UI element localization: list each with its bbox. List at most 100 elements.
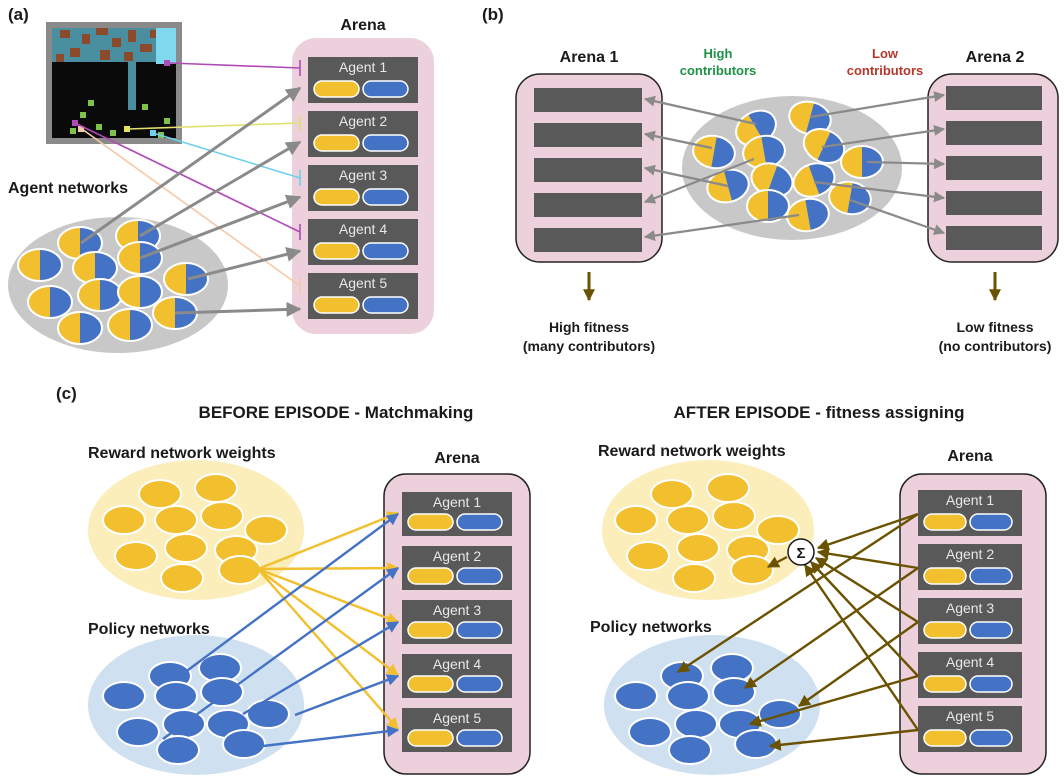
reward-weight-right-1 [650, 479, 694, 509]
low-fitness-label-1: Low fitness [956, 319, 1033, 335]
reward-pill [407, 513, 454, 531]
pool-b-network-5 [802, 127, 846, 165]
agent-networks-label: Agent networks [8, 180, 128, 197]
policy-network-right-8 [674, 709, 718, 739]
agent-label: Agent 2 [339, 113, 387, 129]
pool-a-network-6 [163, 262, 209, 296]
reward-pill [923, 567, 967, 585]
policy-pill [969, 675, 1013, 693]
high-fitness-label-1: High fitness [549, 319, 629, 335]
low-contributors-label-1: Low [872, 46, 899, 61]
pool-a-network-8 [77, 278, 123, 312]
policy-network-right-10 [668, 735, 712, 765]
reward-weight-right-5 [712, 501, 756, 531]
policy-pill [456, 621, 503, 639]
reward-weight-right-7 [626, 541, 670, 571]
policy-pill [969, 621, 1013, 639]
policy-label-left: Policy networks [88, 621, 210, 638]
reward-weight-right-6 [756, 515, 800, 545]
fitness-arrows [676, 512, 919, 751]
reward-pill [313, 188, 360, 206]
policy-network-left-11 [222, 729, 266, 759]
arena-c-left-agent-4: Agent 4 [402, 654, 512, 698]
agent-label: Agent 5 [946, 708, 994, 724]
panel-c: (c) BEFORE EPISODE - Matchmaking AFTER E… [56, 384, 1047, 775]
reward-pill [923, 675, 967, 693]
arena-a-agent-1: Agent 1 [308, 57, 418, 103]
arena-2-title: Arena 2 [966, 49, 1025, 66]
reward-weight-right-8 [676, 533, 720, 563]
agent-label: Agent 5 [339, 275, 387, 291]
agent-label: Agent 3 [433, 602, 481, 618]
arena-c-right-agent-1: Agent 1 [918, 490, 1022, 536]
agent-label: Agent 1 [946, 492, 994, 508]
policy-network-right-4 [666, 681, 710, 711]
reward-pill [407, 621, 454, 639]
arena-c-left-agent-5: Agent 5 [402, 708, 512, 752]
arena-2-slot [946, 121, 1042, 145]
before-title: BEFORE EPISODE - Matchmaking [199, 403, 474, 422]
reward-weight-right-3 [614, 505, 658, 535]
reward-weight-left-7 [114, 541, 158, 571]
reward-weight-left-8 [164, 533, 208, 563]
agent-label: Agent 1 [339, 59, 387, 75]
pool-a-network-3 [17, 248, 63, 282]
agent-label: Agent 4 [339, 221, 387, 237]
reward-weight-left-11 [218, 555, 262, 585]
panel-a: (a) [8, 5, 434, 353]
reward-weight-left-2 [194, 473, 238, 503]
pool-to-arena-arrows-b [643, 91, 946, 242]
arena-a-title: Arena [340, 17, 385, 34]
pool-b-network-11 [746, 189, 790, 223]
pool-b-network-12 [786, 197, 830, 233]
pool-a-network-1 [57, 226, 103, 260]
policy-pill [969, 513, 1013, 531]
high-contributors-label-2: contributors [680, 63, 757, 78]
policy-pill [362, 188, 409, 206]
agent-label: Agent 3 [339, 167, 387, 183]
reward-pill [313, 296, 360, 314]
policy-network-left-5 [200, 677, 244, 707]
reward-weight-right-11 [730, 555, 774, 585]
arena-c-left-agent-3: Agent 3 [402, 600, 512, 644]
pool-a-network-11 [57, 311, 103, 345]
policy-pill [362, 80, 409, 98]
reward-pill [313, 134, 360, 152]
arena-a-agent-4: Agent 4 [308, 219, 418, 265]
policy-pill [969, 567, 1013, 585]
after-title: AFTER EPISODE - fitness assigning [674, 403, 965, 422]
policy-network-right-7 [628, 717, 672, 747]
reward-pill [313, 80, 360, 98]
arena-1-slot [534, 123, 642, 147]
arena-c-right-title: Arena [947, 448, 992, 465]
policy-pill [362, 134, 409, 152]
arena-c-left-agent-1: Agent 1 [402, 492, 512, 536]
policy-network-left-10 [156, 735, 200, 765]
reward-weight-right-10 [672, 563, 716, 593]
arena-c-right-agent-5: Agent 5 [918, 706, 1022, 752]
reward-pill [407, 675, 454, 693]
arena-2-slot [946, 226, 1042, 250]
panel-a-label: (a) [8, 5, 29, 24]
policy-pill [362, 296, 409, 314]
low-contributors-label-2: contributors [847, 63, 924, 78]
policy-network-left-4 [154, 681, 198, 711]
pool-b-network-3 [692, 134, 736, 170]
pool-a-network-12 [107, 308, 153, 342]
reward-weight-right-4 [666, 505, 710, 535]
pool-b-network-10 [828, 180, 872, 216]
pool-a-network-7 [27, 285, 73, 319]
pool-a-network-4 [72, 251, 118, 285]
policy-pill [456, 513, 503, 531]
arena-c-left-agent-2: Agent 2 [402, 546, 512, 590]
pool-b-network-8 [750, 162, 794, 198]
policy-pill [456, 567, 503, 585]
arena-1-title: Arena 1 [560, 49, 619, 66]
panel-c-label: (c) [56, 384, 77, 403]
arena-c-right-agent-4: Agent 4 [918, 652, 1022, 698]
arena-a-agent-2: Agent 2 [308, 111, 418, 157]
sum-symbol: Σ [796, 545, 805, 562]
reward-weight-left-4 [154, 505, 198, 535]
agent-label: Agent 2 [946, 546, 994, 562]
